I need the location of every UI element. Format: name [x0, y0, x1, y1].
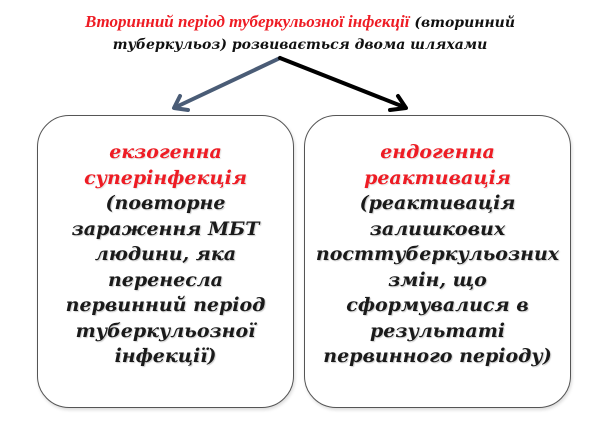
title-rest: (вторинний: [409, 15, 516, 31]
box-body-line: туберкульозної: [75, 319, 256, 342]
box-body-line: сформувалися в: [346, 294, 529, 316]
box-body-line: перенесла: [107, 268, 223, 291]
box-body-line: (реактивація: [359, 192, 516, 214]
title-line-2: туберкульоз) розвивається двома шляхами: [112, 37, 488, 53]
box-body-line: первинний період: [65, 294, 266, 316]
box-heading-line: екзогенна: [109, 141, 222, 163]
box-heading-line: ендогенна: [380, 141, 495, 163]
box-body-line: змін, що: [388, 268, 487, 291]
box-body-line: посттуберкульозних: [315, 243, 560, 265]
box-body-line: залишкових: [369, 217, 506, 240]
endogenous-reactivation-box: ендогенна реактивація (реактивація залиш…: [304, 115, 571, 408]
box-body-line: зараження МБТ: [71, 217, 260, 240]
box-heading-line: реактивація: [364, 166, 511, 189]
box-body-line: (повторне: [105, 192, 226, 214]
title-highlight: Вторинний період туберкульозної інфекції: [84, 12, 410, 31]
left-arrow-icon: [172, 56, 282, 112]
right-arrow-icon: [278, 56, 408, 112]
box-body-line: інфекції): [114, 345, 217, 367]
box-body-line: результаті: [369, 319, 506, 342]
box-heading-line: суперінфекція: [84, 166, 247, 189]
exogenous-superinfection-box: екзогенна суперінфекція (повторне зараже…: [37, 115, 294, 408]
diagram-title: Вторинний період туберкульозної інфекції…: [0, 10, 600, 55]
box-body-line: людини, яка: [94, 243, 237, 265]
box-body-line: первинного періоду): [323, 345, 552, 367]
